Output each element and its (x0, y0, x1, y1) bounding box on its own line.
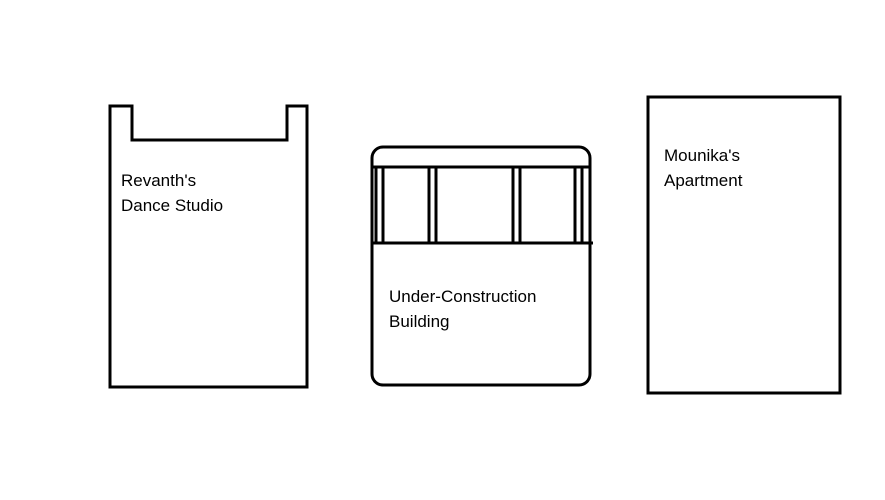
under-construction-outline (370, 145, 592, 387)
under-construction-label-line-1: Under-Construction (389, 287, 536, 306)
apartment-label-line-2: Apartment (664, 171, 743, 190)
under-construction-building: Under-Construction Building (370, 145, 593, 387)
apartment-outline (646, 95, 842, 395)
under-construction-label: Under-Construction Building (389, 287, 541, 331)
dance-studio-outline (108, 104, 309, 389)
dance-studio-label-line-1: Revanth's (121, 171, 196, 190)
apartment-label-line-1: Mounika's (664, 146, 740, 165)
dance-studio-label-line-2: Dance Studio (121, 196, 223, 215)
dance-studio-label: Revanth's Dance Studio (121, 171, 223, 215)
under-construction-label-line-2: Building (389, 312, 450, 331)
apartment-label: Mounika's Apartment (664, 146, 745, 190)
scaffold-poles (374, 167, 584, 243)
apartment-building: Mounika's Apartment (646, 95, 842, 395)
dance-studio-building: Revanth's Dance Studio (108, 104, 309, 389)
